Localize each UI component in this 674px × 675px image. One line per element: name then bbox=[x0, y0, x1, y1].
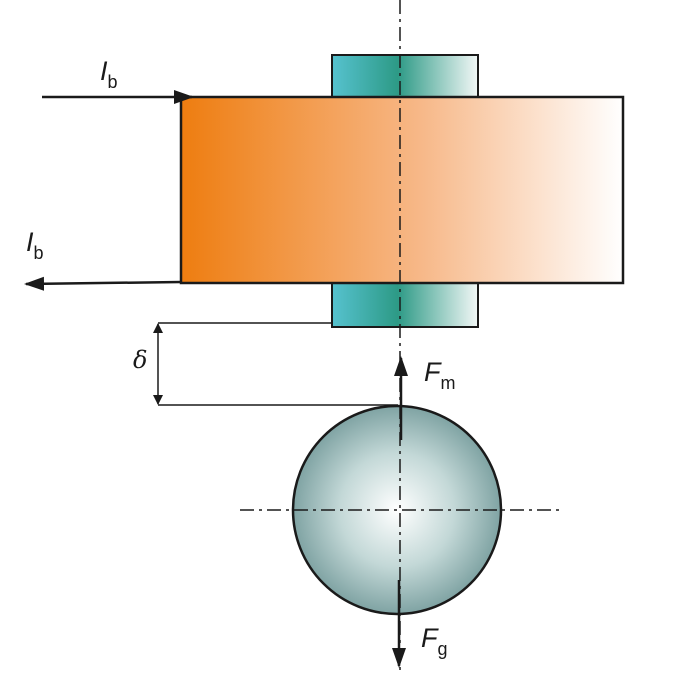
gap-label: δ bbox=[133, 346, 147, 374]
current-in-label: Ib bbox=[100, 56, 118, 92]
magnetic-force-label: Fm bbox=[424, 357, 456, 393]
core-top bbox=[331, 54, 479, 98]
current-out-arrow bbox=[24, 276, 182, 291]
current-out-label: Ib bbox=[26, 227, 44, 263]
gravity-force-label: Fg bbox=[421, 623, 448, 659]
core-bottom bbox=[331, 282, 479, 328]
conductor-bar bbox=[179, 95, 625, 285]
